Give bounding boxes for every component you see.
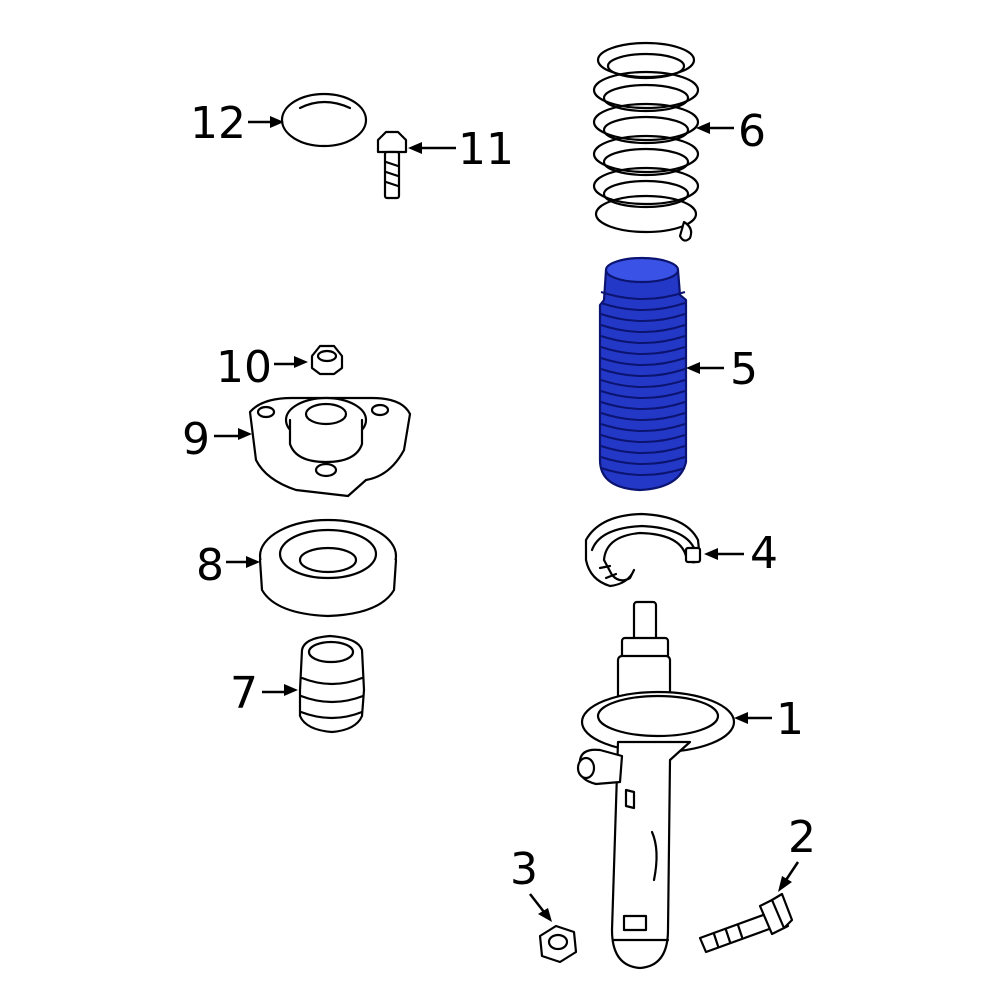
part-9-strut-mount[interactable] — [248, 396, 412, 498]
dust-boot-rib — [600, 445, 686, 454]
dust-boot-rib — [600, 335, 686, 344]
dust-boot-rib — [600, 423, 686, 432]
dust-boot-rib — [600, 346, 686, 355]
label-10: 10 — [216, 342, 272, 393]
label-3: 3 — [510, 844, 538, 895]
part-10-nut[interactable] — [310, 344, 344, 376]
part-11-bolt[interactable] — [376, 130, 408, 200]
label-12: 12 — [190, 98, 246, 149]
dust-boot-rib — [600, 313, 686, 322]
dust-boot-rib — [600, 302, 686, 311]
label-9: 9 — [182, 414, 210, 465]
dust-boot-rib — [600, 456, 686, 465]
dust-boot-rib — [600, 467, 686, 476]
dust-boot-rib — [600, 368, 686, 377]
part-6-coil-spring[interactable] — [592, 41, 700, 242]
label-8: 8 — [196, 540, 224, 591]
label-6: 6 — [738, 106, 766, 157]
dust-boot-rib — [600, 357, 686, 366]
part-4-spring-insulator[interactable] — [584, 512, 702, 588]
part-3-nut[interactable] — [538, 924, 578, 964]
label-4: 4 — [750, 528, 778, 579]
label-1: 1 — [776, 694, 804, 745]
part-1-strut-assembly[interactable] — [576, 600, 736, 970]
part-8-bearing[interactable] — [258, 518, 398, 618]
dust-boot-rib — [600, 324, 686, 333]
part-2-bolt[interactable] — [698, 892, 794, 954]
part-12-cap[interactable] — [280, 92, 368, 148]
part-7-bump-stop[interactable] — [298, 634, 366, 734]
dust-boot-rib — [600, 401, 686, 410]
label-5: 5 — [730, 344, 758, 395]
dust-boot-rib — [600, 390, 686, 399]
dust-boot-rib — [600, 412, 686, 421]
label-2: 2 — [788, 812, 816, 863]
dust-boot-rib — [600, 379, 686, 388]
label-11: 11 — [458, 124, 514, 175]
dust-boot-rib — [600, 434, 686, 443]
dust-boot-rib — [600, 291, 686, 300]
label-7: 7 — [230, 668, 258, 719]
callout-arrows — [214, 116, 800, 922]
part-5-dust-boot[interactable] — [598, 256, 688, 492]
